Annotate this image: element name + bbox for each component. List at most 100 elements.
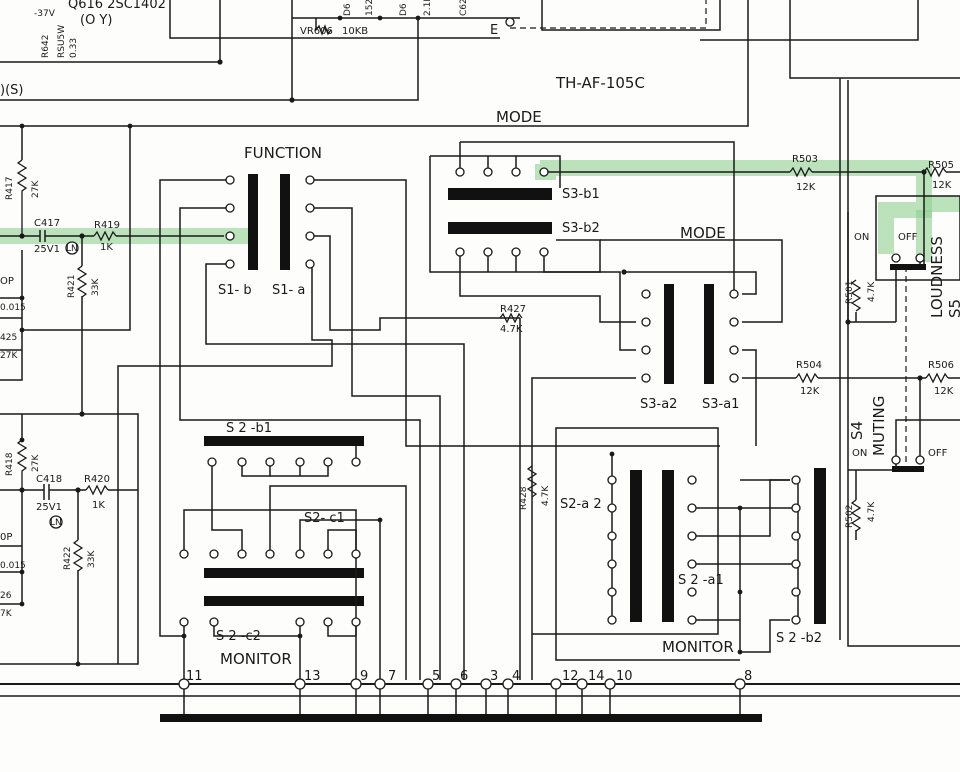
s3a2-wiper: [664, 284, 674, 384]
c417-value: 25V1: [34, 244, 60, 255]
c418-ln-mark: [49, 515, 63, 529]
r502-value: 4.7K: [867, 501, 877, 522]
left-edge-4: 0P: [0, 532, 12, 543]
s3b1-label: S3-b1: [562, 187, 600, 202]
monitor-right-label: MONITOR: [662, 638, 734, 656]
s1-wiring: [117, 179, 720, 680]
vr606-resistor: [315, 24, 332, 36]
v152-label: 152: [365, 0, 375, 16]
s2a2-wiper: [630, 470, 642, 622]
s5-label: S5: [946, 299, 960, 318]
s3a2-label: S3-a2: [640, 397, 677, 412]
off-label-muting: OFF: [928, 448, 948, 459]
s3b-frame: [429, 141, 783, 351]
c417-ref: C417: [34, 218, 60, 229]
s3a-wiring: [499, 312, 960, 680]
r642-label: R642: [41, 35, 51, 58]
muting-label: MUTING: [870, 396, 888, 456]
s1a-label: S1- a: [272, 283, 305, 298]
r503-value: 12K: [796, 182, 816, 193]
left-edge-0: OP: [0, 276, 14, 287]
bus-label-3: 3: [490, 669, 498, 684]
s2c2-wiper: [204, 596, 364, 606]
r420-value: 1K: [92, 500, 105, 511]
s2c2-label: S 2 -c2: [216, 629, 261, 644]
d6a-label: D6: [343, 3, 353, 16]
c418-ref: C418: [36, 474, 62, 485]
v2ik-label: 2.1K: [423, 0, 433, 16]
bus-label-10: 10: [616, 669, 633, 684]
r417-ref: R417: [5, 177, 15, 200]
r418-ref: R418: [5, 452, 15, 476]
s2c1-wiper: [204, 568, 364, 578]
left-edge-5: 0.015: [0, 561, 26, 571]
off-label-loudness: OFF: [898, 232, 918, 243]
bus-label-9: 9: [360, 669, 368, 684]
bus-label-12: 12: [562, 669, 579, 684]
e-label: E: [490, 23, 498, 38]
s5-wiper: [890, 264, 926, 270]
left-edge-7: 7K: [0, 609, 13, 619]
left-edge-2: 425: [0, 333, 17, 343]
r501-ref: R501: [845, 281, 855, 304]
r503-ref: R503: [792, 154, 818, 165]
connector-bus: [0, 683, 960, 722]
oy-label: (O Y): [80, 13, 112, 28]
d6b-label: D6: [399, 3, 409, 16]
r502-ref: R502: [845, 505, 855, 528]
s1b-label: S1- b: [218, 283, 252, 298]
r504-ref: R504: [796, 360, 822, 371]
r642-value-label: 0.33: [69, 38, 79, 58]
s1b-wiper: [248, 174, 258, 270]
left-edge-3: 27K: [0, 351, 18, 361]
r422-value: 33K: [87, 550, 97, 568]
c417-ln-mark: [65, 241, 79, 255]
vr606-label: VR606: [300, 26, 333, 37]
volt-label: -37V: [34, 9, 56, 19]
r419-value: 1K: [100, 242, 113, 253]
s3b2-label: S3-b2: [562, 221, 600, 236]
bus-label-4: 4: [512, 669, 520, 684]
bus-label-11: 11: [186, 669, 203, 684]
function-label: FUNCTION: [244, 144, 322, 162]
s3b1-wiper: [448, 188, 552, 200]
r427-ref: R427: [500, 304, 526, 315]
q616-label: Q616 2SC1402: [68, 0, 166, 12]
r428-ref: R428: [519, 486, 529, 510]
c418-value: 25V1: [36, 502, 62, 513]
s2b1-label: S 2 -b1: [226, 421, 272, 436]
r505-value: 12K: [932, 180, 952, 191]
s2-left-wiring: [183, 446, 407, 680]
s4-label: S4: [848, 421, 866, 440]
s2a2-label: S2-a 2: [560, 497, 602, 512]
r642-spec-label: RSU5W: [57, 25, 67, 58]
title-block-label: TH-AF-105C: [555, 74, 645, 92]
c417-ln-text: LN: [66, 244, 78, 254]
r501-value: 4.7K: [867, 281, 877, 302]
r428-value: 4.7K: [541, 485, 551, 506]
bus-label-14: 14: [588, 669, 605, 684]
r418-value: 27K: [31, 454, 41, 472]
left-edge-1: 0.015: [0, 303, 26, 313]
r421-value: 33K: [91, 278, 101, 296]
loudness-box: [875, 195, 960, 281]
s4-wiper: [892, 466, 924, 472]
monitor-left-label: MONITOR: [220, 650, 292, 668]
s2-right-frame: [555, 427, 719, 635]
upper-input-network: [0, 126, 224, 665]
left-edge-6: 26: [0, 591, 12, 601]
loudness-label: LOUDNESS: [928, 236, 946, 318]
r422-ref: R422: [63, 547, 73, 570]
on-label-loudness: ON: [854, 232, 869, 243]
s2a1-label: S 2 -a1: [678, 573, 724, 588]
bus-label-7: 7: [388, 669, 396, 684]
bus-label-8: 8: [744, 669, 752, 684]
bus-label-5: 5: [432, 669, 440, 684]
mode-top-label: MODE: [496, 108, 542, 126]
s2b2-label: S 2 -b2: [776, 631, 822, 646]
c418-ln-text: LN: [50, 518, 62, 528]
s1a-wiper: [280, 174, 290, 270]
r421-ref: R421: [67, 275, 77, 298]
r417-value: 27K: [31, 180, 41, 198]
